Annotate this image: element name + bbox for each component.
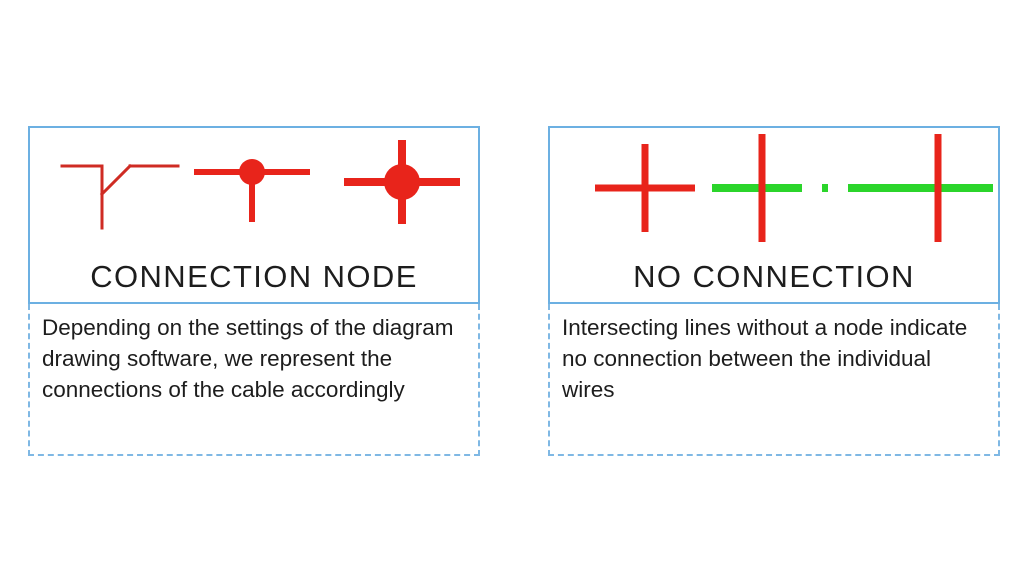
no-connection-caption-box: Intersecting lines without a node indica… <box>548 304 1000 456</box>
t-junction-node-symbol <box>192 150 312 230</box>
panel-connection-node: CONNECTION NODE Depending on the setting… <box>28 126 480 456</box>
connection-node-symbol-box: CONNECTION NODE <box>28 126 480 304</box>
connection-node-symbol-area <box>30 128 478 248</box>
no-connection-symbol-box: NO CONNECTION <box>548 126 1000 304</box>
no-connection-symbol-area <box>550 128 998 248</box>
panel-no-connection: NO CONNECTION Intersecting lines without… <box>548 126 1000 456</box>
connection-node-dot-large <box>384 164 420 200</box>
connection-node-caption-box: Depending on the settings of the diagram… <box>28 304 480 456</box>
cross-junction-node-symbol <box>342 132 462 232</box>
no-connection-caption-text: Intersecting lines without a node indica… <box>562 315 968 402</box>
green-wire-red-crossings-symbol <box>710 128 995 242</box>
page-title-no-connection: NO CONNECTION <box>633 259 915 294</box>
page-title-connection-node: CONNECTION NODE <box>90 259 418 294</box>
t-junction-hop-symbol <box>60 150 180 230</box>
red-cross-symbol <box>590 142 700 234</box>
connection-node-caption-text: Depending on the settings of the diagram… <box>42 315 454 402</box>
connection-node-dot <box>239 159 265 185</box>
